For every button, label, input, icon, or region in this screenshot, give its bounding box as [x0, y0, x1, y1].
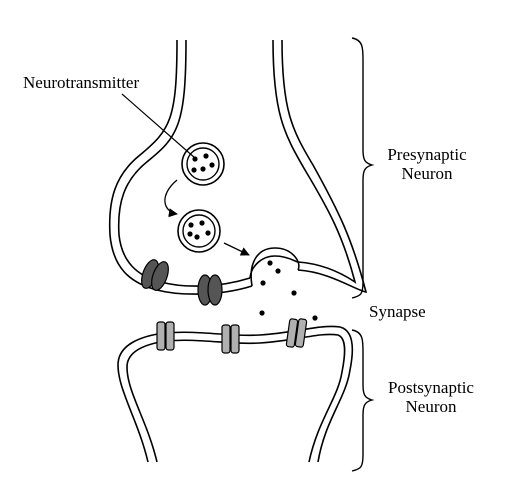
neurotransmitter-dot — [188, 222, 194, 228]
neurotransmitter-dot — [199, 220, 205, 226]
receptor-1 — [156, 321, 175, 351]
vesicle-movement-arrow-2 — [223, 242, 250, 256]
ion-channel-left — [141, 259, 169, 291]
neurotransmitter-dot — [200, 166, 206, 172]
postsynaptic-brace — [351, 329, 375, 472]
synapse-label: Synapse — [369, 302, 426, 321]
postsynaptic-membrane-outer — [117, 325, 354, 463]
released-neurotransmitters — [259, 260, 318, 321]
neurotransmitter-dot — [260, 280, 266, 286]
neurotransmitter-dot — [194, 234, 200, 240]
neurotransmitter-dot — [275, 268, 281, 274]
neurotransmitter-leader-line — [121, 93, 196, 159]
presynaptic-membrane-inner — [117, 39, 357, 287]
receptor-3 — [285, 318, 308, 348]
presynaptic-label-line2: Neuron — [402, 164, 453, 183]
ion-channel-right — [197, 274, 223, 306]
neurotransmitter-dot — [205, 230, 211, 236]
receptor-2 — [221, 324, 240, 354]
presynaptic-membrane — [108, 39, 368, 295]
postsynaptic-membrane — [117, 325, 354, 463]
vesicle-2 — [177, 209, 221, 253]
fusing-vesicle-outer — [250, 247, 300, 287]
neurotransmitter-dot — [187, 231, 193, 237]
vesicle-movement-arrow-1 — [164, 179, 178, 218]
neurotransmitter-dot — [267, 260, 273, 266]
postsynaptic-label-line1: Postsynaptic — [388, 378, 474, 397]
neurotransmitter-dot — [191, 167, 197, 173]
neurotransmitter-dot — [192, 156, 198, 162]
presynaptic-membrane-outer — [108, 39, 368, 295]
fusing-vesicle-inner — [249, 255, 299, 279]
fusing-vesicle — [249, 247, 300, 287]
vesicle-1 — [181, 142, 225, 186]
neurotransmitter-dot — [312, 315, 318, 321]
postsynaptic-label-line2: Neuron — [406, 397, 457, 416]
presynaptic-label-line1: Presynaptic — [387, 145, 467, 164]
neurotransmitter-dot — [291, 290, 297, 296]
neurotransmitter-label: Neurotransmitter — [23, 73, 139, 92]
neurotransmitter-dot — [259, 310, 265, 316]
postsynaptic-membrane-inner — [126, 333, 346, 463]
presynaptic-brace — [351, 37, 375, 299]
neurotransmitter-dot — [203, 153, 209, 159]
neurotransmitter-dot — [209, 162, 215, 168]
